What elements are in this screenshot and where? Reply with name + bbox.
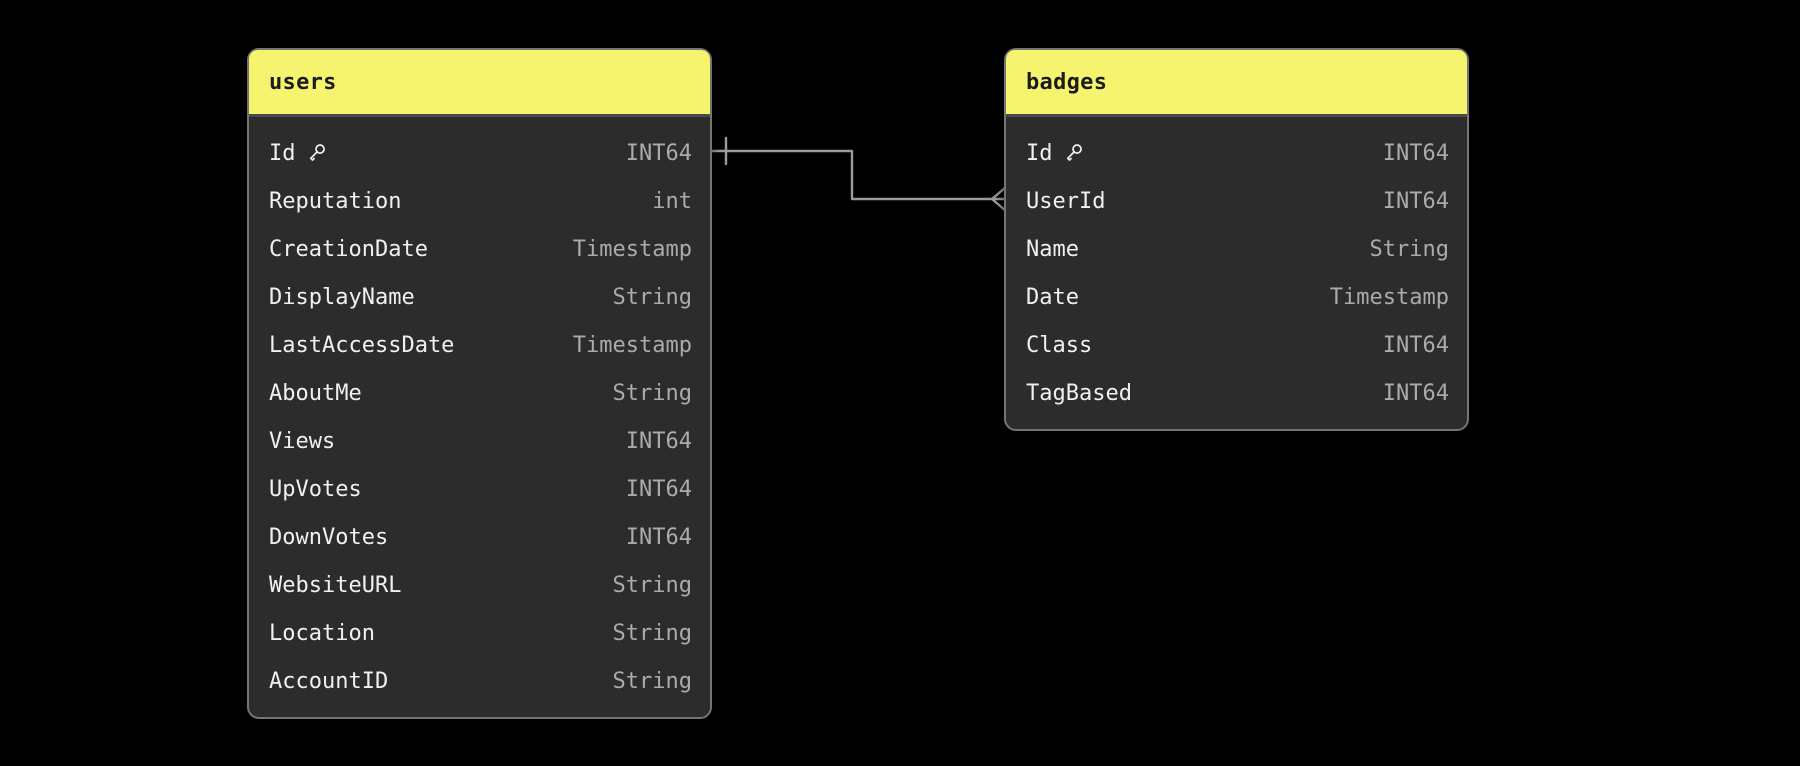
field-name: Class <box>1026 333 1092 358</box>
field-name: LastAccessDate <box>269 333 454 358</box>
field-name: Name <box>1026 237 1079 262</box>
field-name: Views <box>269 429 335 454</box>
table-header[interactable]: users <box>249 50 710 117</box>
table-title: users <box>269 69 337 95</box>
field-row[interactable]: Name String <box>1006 225 1467 273</box>
field-name-text: DownVotes <box>269 524 389 550</box>
field-name: TagBased <box>1026 381 1132 406</box>
field-type: Timestamp <box>572 332 692 358</box>
field-type: String <box>612 284 692 310</box>
field-name-text: DisplayName <box>269 284 415 310</box>
field-name-text: UpVotes <box>269 476 362 502</box>
field-name: Id <box>269 141 328 166</box>
field-name: DisplayName <box>269 285 415 310</box>
field-row[interactable]: Views INT64 <box>249 417 710 465</box>
field-name: CreationDate <box>269 237 428 262</box>
field-name: AboutMe <box>269 381 362 406</box>
field-row[interactable]: DownVotes INT64 <box>249 513 710 561</box>
field-name-text: TagBased <box>1026 380 1132 406</box>
field-type: INT64 <box>1382 140 1449 166</box>
field-row[interactable]: Id INT64 <box>1006 129 1467 177</box>
field-name-text: WebsiteURL <box>269 572 402 598</box>
field-row[interactable]: Class INT64 <box>1006 321 1467 369</box>
field-name: Id <box>1026 141 1085 166</box>
field-name-text: AccountID <box>269 668 389 694</box>
field-row[interactable]: Date Timestamp <box>1006 273 1467 321</box>
field-row[interactable]: Location String <box>249 609 710 657</box>
field-row[interactable]: UserId INT64 <box>1006 177 1467 225</box>
field-name-text: LastAccessDate <box>269 332 455 358</box>
primary-key-icon <box>1063 142 1085 164</box>
field-row[interactable]: LastAccessDate Timestamp <box>249 321 710 369</box>
field-name-text: Class <box>1026 332 1093 358</box>
field-type: Timestamp <box>572 236 692 262</box>
field-name: Reputation <box>269 189 401 214</box>
field-name-text: Location <box>269 620 375 646</box>
field-name: UserId <box>1026 189 1105 214</box>
field-type: INT64 <box>625 524 692 550</box>
field-row[interactable]: Reputation int <box>249 177 710 225</box>
field-name-text: Views <box>269 428 336 454</box>
field-name-text: Name <box>1026 236 1079 262</box>
field-type: String <box>612 380 692 406</box>
cardinality-many-crowfoot <box>990 185 1008 213</box>
field-row[interactable]: TagBased INT64 <box>1006 369 1467 417</box>
field-name-text: Id <box>269 140 296 166</box>
relationship-path[interactable] <box>710 149 994 201</box>
field-row[interactable]: WebsiteURL String <box>249 561 710 609</box>
field-rows: Id INT64 Reputation int CreationDate Tim… <box>249 117 710 717</box>
field-type: INT64 <box>1382 380 1449 406</box>
table-badges[interactable]: badges Id INT64 UserId INT64 Name <box>1004 48 1469 431</box>
field-type: String <box>612 668 692 694</box>
field-type: String <box>612 620 692 646</box>
field-name: DownVotes <box>269 525 388 550</box>
field-name-text: CreationDate <box>269 236 428 262</box>
table-header[interactable]: badges <box>1006 50 1467 117</box>
field-row[interactable]: CreationDate Timestamp <box>249 225 710 273</box>
field-type: Timestamp <box>1329 284 1449 310</box>
field-type: INT64 <box>1382 332 1449 358</box>
field-type: String <box>612 572 692 598</box>
field-type: INT64 <box>1382 188 1449 214</box>
field-rows: Id INT64 UserId INT64 Name String Date <box>1006 117 1467 429</box>
field-row[interactable]: DisplayName String <box>249 273 710 321</box>
field-type: INT64 <box>625 140 692 166</box>
field-row[interactable]: AccountID String <box>249 657 710 705</box>
field-name: WebsiteURL <box>269 573 401 598</box>
field-name-text: UserId <box>1026 188 1106 214</box>
field-name: UpVotes <box>269 477 362 502</box>
field-name-text: Id <box>1026 140 1053 166</box>
field-type: String <box>1369 236 1449 262</box>
field-name: AccountID <box>269 669 388 694</box>
field-type: INT64 <box>625 476 692 502</box>
field-row[interactable]: UpVotes INT64 <box>249 465 710 513</box>
field-type: INT64 <box>625 428 692 454</box>
table-title: badges <box>1026 69 1108 95</box>
field-name-text: Date <box>1026 284 1079 310</box>
primary-key-icon <box>306 142 328 164</box>
field-row[interactable]: Id INT64 <box>249 129 710 177</box>
field-name-text: AboutMe <box>269 380 362 406</box>
field-row[interactable]: AboutMe String <box>249 369 710 417</box>
field-name-text: Reputation <box>269 188 402 214</box>
field-type: int <box>652 188 692 214</box>
field-name: Location <box>269 621 375 646</box>
field-name: Date <box>1026 285 1079 310</box>
table-users[interactable]: users Id INT64 Reputation int CreationDa… <box>247 48 712 719</box>
